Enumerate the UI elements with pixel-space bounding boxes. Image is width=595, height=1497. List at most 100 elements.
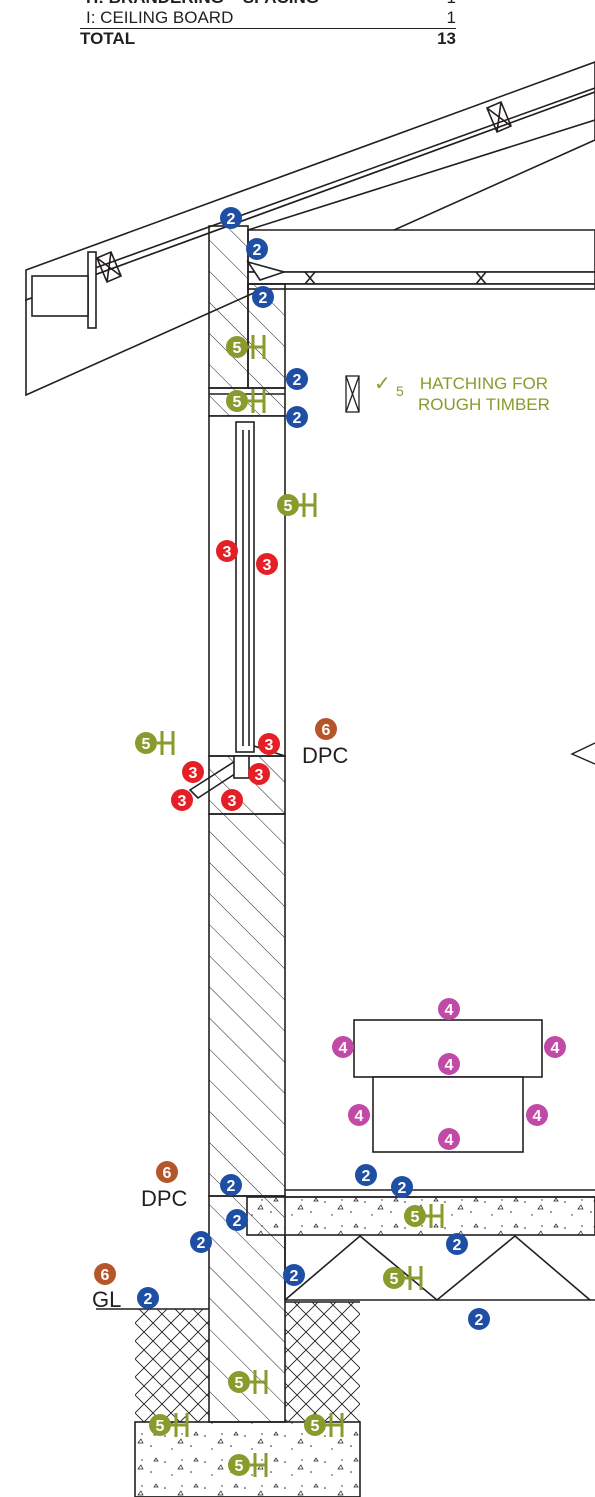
marker-number: 5 bbox=[233, 340, 242, 357]
window-head-block bbox=[353, 1019, 543, 1153]
tenon-mark bbox=[171, 1413, 189, 1437]
marker-number: 3 bbox=[189, 765, 198, 782]
magenta-marker: 4 bbox=[438, 1128, 460, 1150]
marker-number: 3 bbox=[255, 767, 264, 784]
floor bbox=[96, 1189, 595, 1497]
marker-number: 5 bbox=[142, 736, 151, 753]
marker-number: 2 bbox=[227, 211, 236, 228]
marker-number: 6 bbox=[163, 1165, 172, 1182]
marker-number: 2 bbox=[362, 1168, 371, 1185]
marker-number: 2 bbox=[233, 1213, 242, 1230]
magenta-marker: 4 bbox=[438, 1053, 460, 1075]
marker-number: 6 bbox=[322, 722, 331, 739]
marker-number: 2 bbox=[475, 1312, 484, 1329]
tenon-mark bbox=[326, 1413, 344, 1437]
blue-marker: 2 bbox=[355, 1164, 377, 1186]
hatch-legend-icon bbox=[345, 375, 360, 413]
blue-marker: 2 bbox=[283, 1264, 305, 1286]
marker-number: 2 bbox=[144, 1291, 153, 1308]
wall-lower bbox=[208, 813, 286, 1197]
blue-marker: 2 bbox=[226, 1209, 248, 1231]
red-marker: 3 bbox=[171, 789, 193, 811]
olive-marker: 5 bbox=[383, 1266, 423, 1290]
marker-number: 4 bbox=[445, 1002, 454, 1019]
table-row: I: CEILING BOARD 1 bbox=[80, 8, 456, 28]
blue-marker: 2 bbox=[446, 1233, 468, 1255]
blue-marker: 2 bbox=[391, 1176, 413, 1198]
marker-number: 2 bbox=[259, 290, 268, 307]
tenon-mark bbox=[405, 1266, 423, 1290]
magenta-marker: 4 bbox=[348, 1104, 370, 1126]
break-symbol bbox=[570, 742, 595, 765]
marker-number: 2 bbox=[290, 1268, 299, 1285]
blue-marker: 2 bbox=[246, 238, 268, 260]
blue-marker: 2 bbox=[286, 368, 308, 390]
marker-number: 5 bbox=[235, 1375, 244, 1392]
table-total-row: TOTAL 13 bbox=[80, 28, 456, 48]
table-row: H: BRANDERING – SPACING 1 bbox=[80, 0, 456, 8]
gl-label: GL bbox=[92, 1287, 122, 1312]
olive-marker: 5 bbox=[226, 389, 266, 413]
brown-marker: 6 bbox=[94, 1263, 116, 1285]
marker-number: 4 bbox=[339, 1040, 348, 1057]
marker-number: 4 bbox=[445, 1132, 454, 1149]
row-label: I: CEILING BOARD bbox=[86, 8, 234, 27]
brown-marker: 6 bbox=[156, 1161, 178, 1183]
magenta-marker: 4 bbox=[526, 1104, 548, 1126]
olive-marker: 5 bbox=[404, 1204, 444, 1228]
marker-number: 5 bbox=[411, 1209, 420, 1226]
olive-marker: 5 bbox=[226, 335, 266, 359]
marker-number: 2 bbox=[197, 1235, 206, 1252]
blue-marker: 2 bbox=[137, 1287, 159, 1309]
red-marker: 3 bbox=[248, 763, 270, 785]
blue-marker: 2 bbox=[286, 406, 308, 428]
blue-marker: 2 bbox=[252, 286, 274, 308]
note-number: 5 bbox=[396, 383, 404, 399]
magenta-marker: 4 bbox=[332, 1036, 354, 1058]
olive-marker: 5 bbox=[228, 1370, 268, 1394]
earth-left bbox=[135, 1309, 209, 1422]
note-text: HATCHING FOR ROUGH TIMBER bbox=[418, 373, 550, 415]
marker-number: 2 bbox=[253, 242, 262, 259]
olive-marker: 5 bbox=[277, 493, 317, 517]
marker-number: 3 bbox=[228, 793, 237, 810]
magenta-marker: 4 bbox=[544, 1036, 566, 1058]
olive-marker: 5 bbox=[149, 1413, 189, 1437]
rafter bbox=[25, 61, 595, 302]
tenon-mark bbox=[248, 389, 266, 413]
marker-number: 5 bbox=[284, 498, 293, 515]
marker-number: 3 bbox=[265, 737, 274, 754]
tenon-mark bbox=[250, 1453, 268, 1477]
row-value: 1 bbox=[447, 0, 456, 8]
red-marker: 3 bbox=[216, 540, 238, 562]
legend-table: H: BRANDERING – SPACING 1 I: CEILING BOA… bbox=[80, 0, 456, 48]
marker-number: 2 bbox=[398, 1180, 407, 1197]
olive-marker: 5 bbox=[228, 1453, 268, 1477]
brown-marker: 6 bbox=[315, 718, 337, 740]
barge-block bbox=[31, 275, 89, 317]
marker-number: 2 bbox=[453, 1237, 462, 1254]
row-value: 1 bbox=[446, 8, 456, 27]
tenon-mark bbox=[426, 1204, 444, 1228]
note-line-1: HATCHING FOR bbox=[419, 374, 549, 393]
red-marker: 3 bbox=[256, 553, 278, 575]
blue-marker: 2 bbox=[220, 207, 242, 229]
marker-number: 3 bbox=[263, 557, 272, 574]
marker-number: 4 bbox=[445, 1057, 454, 1074]
wall bbox=[188, 225, 286, 1423]
red-marker: 3 bbox=[258, 733, 280, 755]
tenon-mark bbox=[299, 493, 317, 517]
marker-number: 6 bbox=[101, 1267, 110, 1284]
blue-marker: 2 bbox=[220, 1174, 242, 1196]
olive-marker: 5 bbox=[304, 1413, 344, 1437]
row-label: H: BRANDERING – SPACING bbox=[86, 0, 319, 8]
magenta-marker: 4 bbox=[438, 998, 460, 1020]
earth-right bbox=[285, 1302, 360, 1422]
marker-number: 4 bbox=[355, 1108, 364, 1125]
total-value: 13 bbox=[437, 29, 456, 48]
marker-number: 2 bbox=[293, 410, 302, 427]
roof-structure bbox=[25, 61, 595, 397]
tenon-mark bbox=[248, 335, 266, 359]
wall-top-block bbox=[208, 225, 249, 389]
